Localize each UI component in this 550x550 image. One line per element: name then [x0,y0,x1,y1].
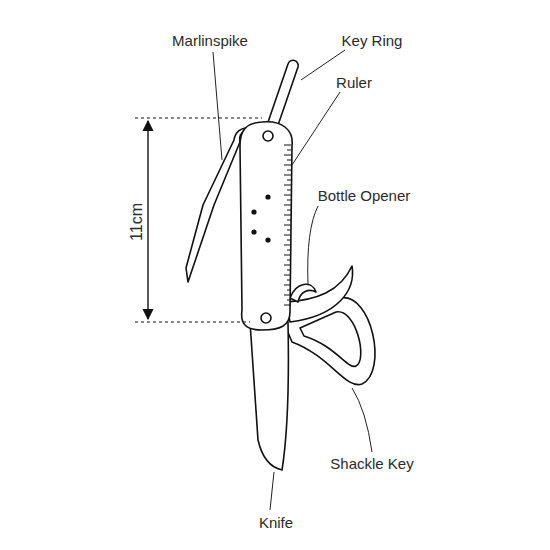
part-label: Knife [259,515,293,532]
ruler-tick [287,260,291,261]
ruler-tick [284,185,291,186]
ruler-tick [284,255,291,256]
part-label: Marlinspike [172,33,248,50]
ruler-tick [287,160,291,161]
bottle-opener [286,266,353,322]
ruler-tick [284,155,291,156]
ruler-ticks [284,145,291,305]
ruler-tick [287,300,291,301]
ruler-tick [284,175,291,176]
bottle-opener-hook [290,284,316,302]
ruler-tick [284,265,291,266]
leader-line [270,472,274,510]
dimension-extension [135,118,262,119]
ruler-tick [287,220,291,221]
dimension-extension [135,322,250,323]
dimension-line [147,121,148,319]
leader-line [213,52,222,160]
ruler-tick [284,225,291,226]
handle [240,122,292,330]
ruler-tick [284,145,291,146]
ruler-tick [284,305,291,306]
part-label: Key Ring [342,33,403,50]
shackle-key-slot [300,312,361,367]
ruler-tick [287,190,291,191]
ruler-tick [287,270,291,271]
ruler-tick [287,200,291,201]
part-label: Bottle Opener [318,188,411,205]
ruler-tick [284,295,291,296]
ruler-tick [284,215,291,216]
ruler-tick [287,240,291,241]
ruler-tick [287,280,291,281]
leader-line [308,206,318,284]
dimension-label: 11cm [128,201,146,243]
rivet [265,237,270,242]
part-label: Shackle Key [330,456,413,473]
part-label: Ruler [336,75,372,92]
knife-blade [250,322,288,470]
rivet [265,194,270,199]
rivet [251,209,256,214]
ruler-tick [287,230,291,231]
ruler-tick [287,180,291,181]
ruler-tick [284,275,291,276]
pivot [261,313,271,323]
key-ring [266,60,298,131]
ruler-tick [284,195,291,196]
leader-line [352,388,372,452]
ruler-tick [284,235,291,236]
ruler-tick [287,250,291,251]
ruler-tick [284,205,291,206]
rivet [251,229,256,234]
ruler-tick [284,245,291,246]
ruler-tick [284,285,291,286]
ruler-tick [287,170,291,171]
ruler-tick [284,165,291,166]
ruler-tick [287,150,291,151]
leader-line [292,92,340,165]
ruler-tick [287,210,291,211]
ruler-tick [287,290,291,291]
pivot [263,131,273,141]
